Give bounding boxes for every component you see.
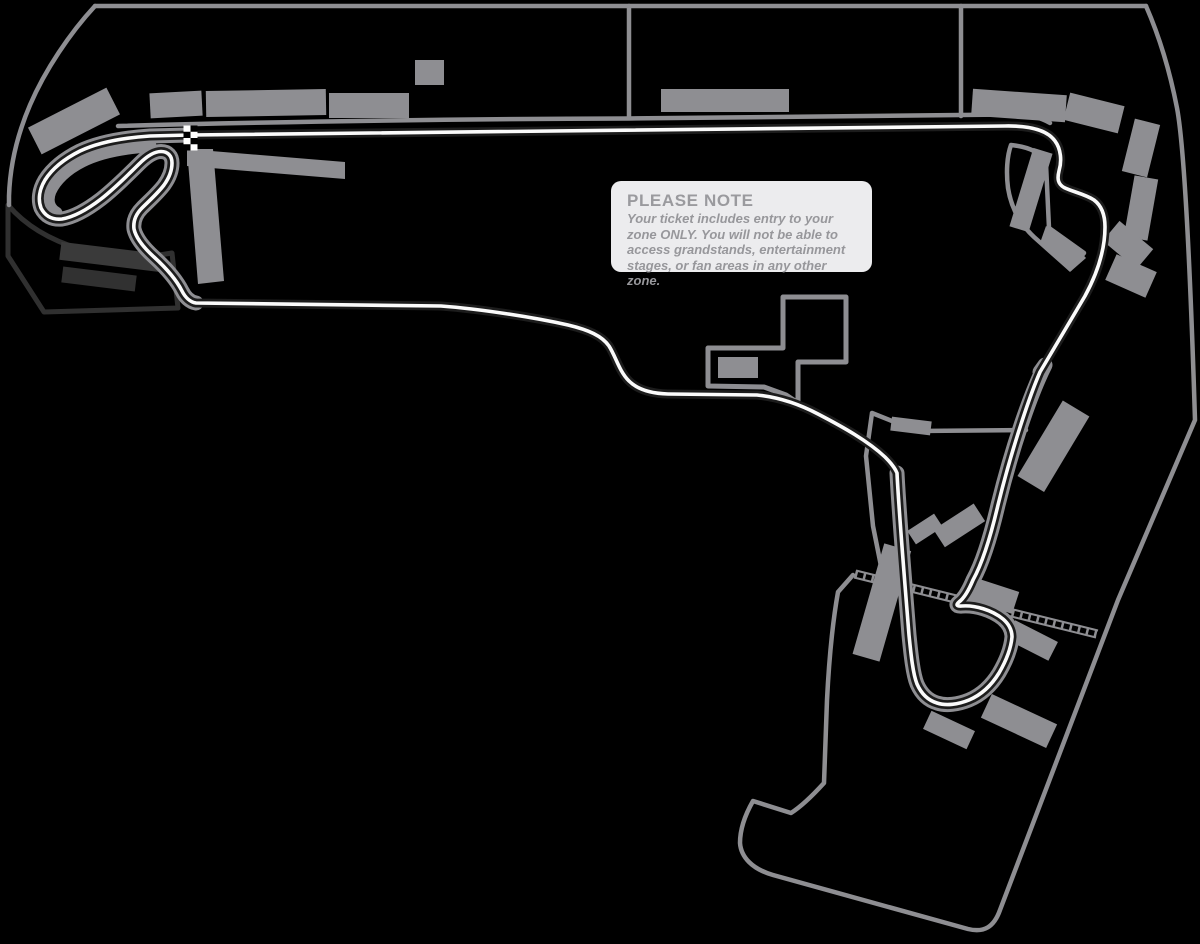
grandstand [1040, 226, 1086, 272]
grandstand [27, 87, 121, 155]
grandstand [890, 416, 932, 436]
grandstand [933, 503, 986, 548]
grandstand [1009, 147, 1053, 233]
grandstand [149, 90, 203, 119]
notice-text-line: stages, or fan areas in any other zone. [627, 257, 827, 289]
notice-box: PLEASE NOTE Your ticket includes entry t… [611, 181, 872, 288]
grandstand [923, 710, 975, 750]
grandstand [718, 357, 758, 378]
grandstand [1017, 400, 1090, 492]
grandstand [907, 513, 943, 545]
notice-text-line: access grandstands, entertainment [627, 242, 846, 257]
notice-title: PLEASE NOTE [627, 191, 754, 210]
fan-zone-band [41, 139, 157, 220]
grandstand [966, 577, 1020, 614]
dark-grandstand [61, 266, 137, 292]
boundary-left-diagonal [6, 3, 98, 208]
grandstand [205, 88, 327, 118]
notice-text-line: Your ticket includes entry to your [627, 211, 834, 226]
fan-zone-strip [187, 149, 345, 179]
notice-text-line: zone ONLY. You will not be able to [627, 226, 838, 242]
grandstand [980, 694, 1058, 748]
grandstand [1121, 118, 1161, 178]
midfield-compound-outline [705, 294, 849, 406]
boundary-right-and-bottom [737, 3, 1198, 933]
grandstand [415, 60, 444, 85]
grandstand [1063, 92, 1125, 134]
dark-zone [5, 202, 181, 315]
grandstand [661, 89, 789, 112]
checkered-flag-icon [183, 125, 198, 151]
grandstand [1123, 175, 1159, 241]
grandstand [1102, 220, 1154, 270]
track-line [37, 124, 1107, 707]
grandstand [971, 88, 1067, 123]
grandstand [1105, 254, 1157, 298]
race-track [31, 121, 1110, 713]
dark-grandstand [59, 241, 163, 273]
grandstand [329, 93, 409, 118]
fan-zone-road [187, 149, 224, 284]
grandstands [27, 60, 1161, 750]
